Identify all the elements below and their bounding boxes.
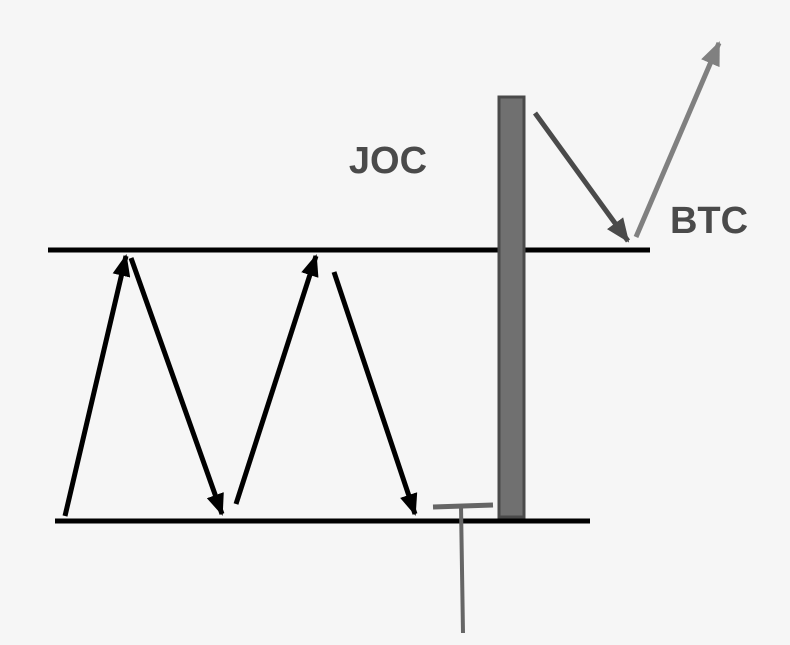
btc-label: BTC — [670, 200, 748, 242]
pullback-arrow — [532, 111, 631, 243]
zigzag-arrow-up-1 — [62, 254, 131, 517]
joc-label: JOC — [349, 140, 427, 182]
wick-stem — [459, 505, 465, 634]
zigzag-arrow-down-1 — [128, 257, 225, 516]
breakout-bar — [497, 95, 526, 519]
zigzag-arrow-up-2 — [233, 254, 319, 505]
breakout-arrow — [633, 41, 722, 238]
zigzag-arrow-down-2 — [331, 271, 418, 516]
